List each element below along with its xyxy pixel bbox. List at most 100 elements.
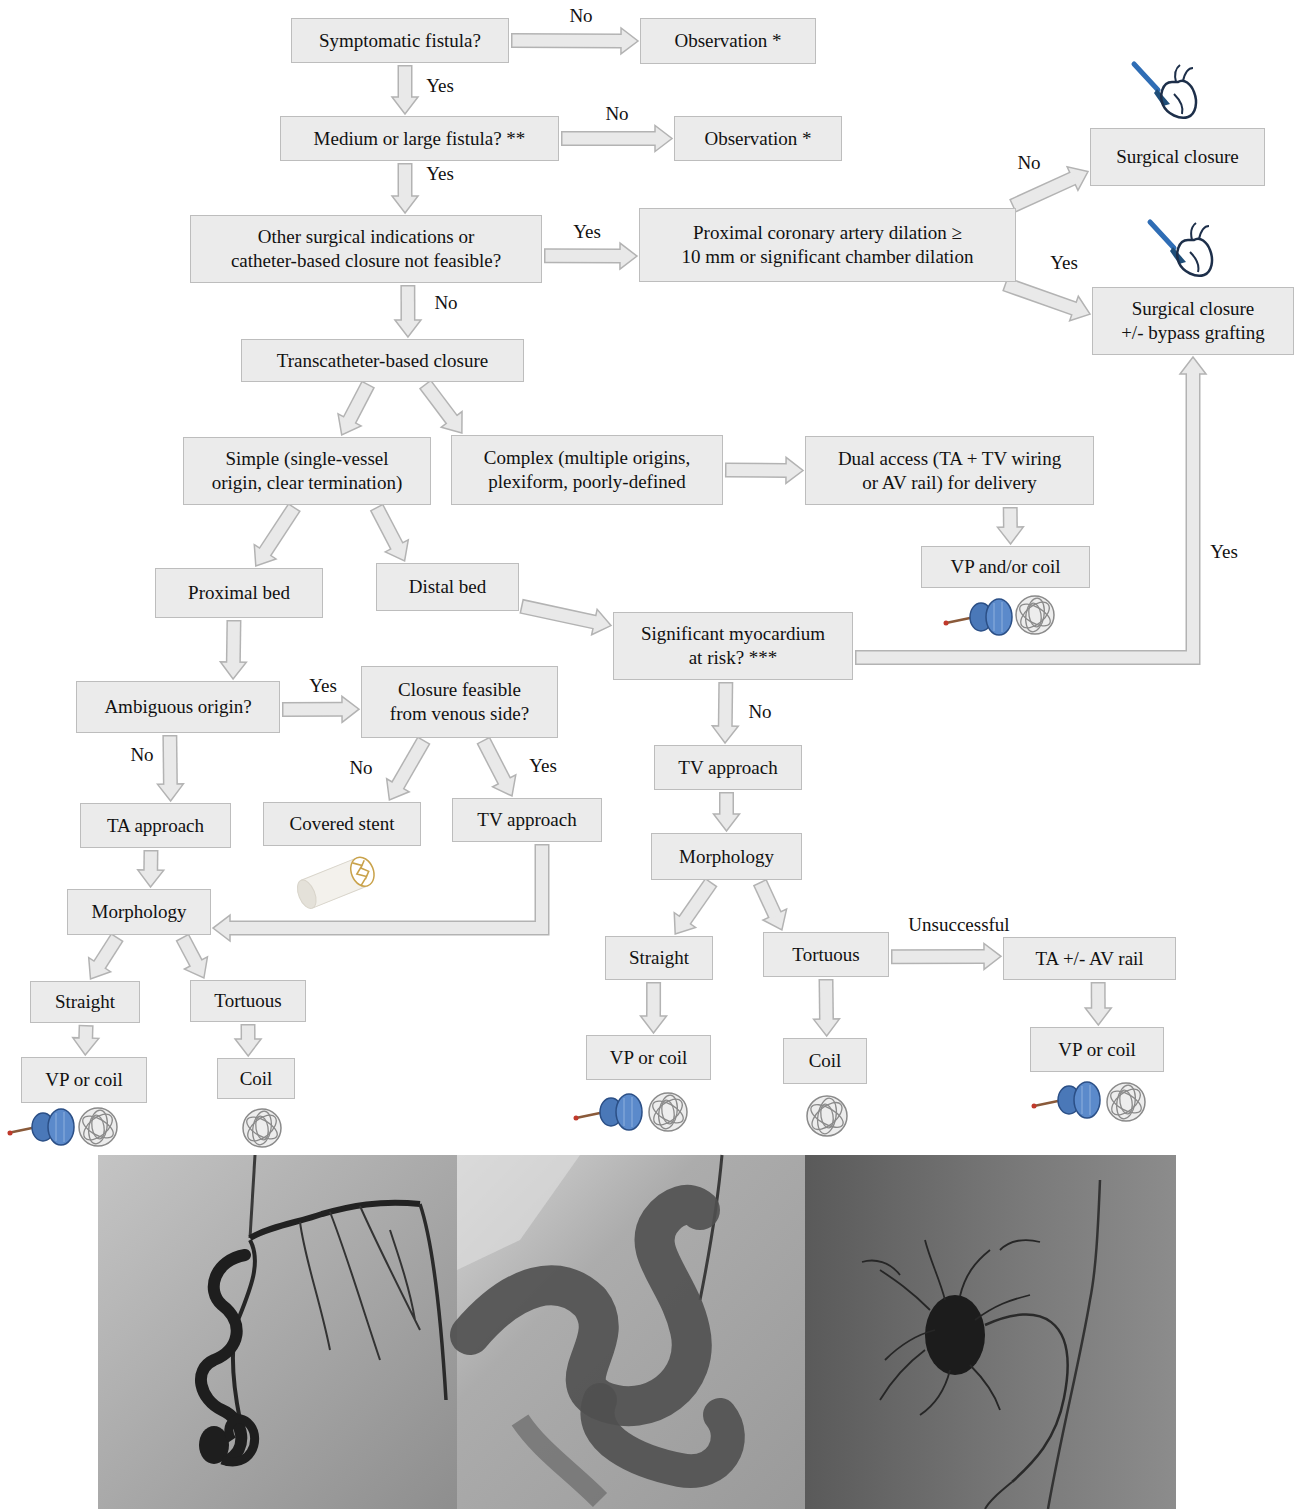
flow-arrow [561,126,672,152]
arrow-head [621,28,638,54]
arrow-fill [399,165,411,199]
coil-icon [1023,597,1047,634]
flow-arrow [376,507,408,561]
box-label: Significant myocardium at risk? *** [622,622,844,670]
coil-icon [79,1108,117,1146]
angiogram [420,1204,446,1400]
flow-box: TA approach [80,803,231,848]
edge-label: Yes [424,163,456,186]
angiogram [222,1419,255,1462]
flow-arrow [483,740,516,796]
arrow-head [641,1016,667,1033]
arrow-head [655,126,672,152]
plug-icon [8,1131,13,1136]
flow-arrow [1005,284,1090,321]
flow-box: Simple (single-vessel origin, clear term… [183,437,431,505]
angiogram [597,1400,727,1471]
flow-arrow [997,507,1023,544]
flow-arrow [760,882,787,930]
box-label: Tortuous [214,989,281,1013]
flow-box: Distal bed [376,563,519,611]
plug-icon [624,1097,632,1127]
plug-icon [8,1109,75,1145]
arrow-fill [264,508,294,554]
flow-arrow [511,28,638,54]
flow-arrow [395,285,421,337]
edge-label: Yes [424,75,456,98]
arrow-head [213,915,230,941]
arrow-fill [377,508,398,548]
flow-arrow [521,606,611,635]
edge-label: Yes [1208,541,1240,564]
box-label: Complex (multiple origins, plexiform, po… [460,446,714,494]
surgery-icon [1150,222,1174,248]
flow-box: Dual access (TA + TV wiring or AV rail) … [805,436,1094,505]
arrow-fill [227,622,240,665]
arrow-fill [1004,509,1016,530]
flow-arrow [813,979,839,1036]
flow-box: Closure feasible from venous side? [361,666,558,738]
flow-arrow [641,982,667,1033]
arrow-head [1085,1008,1111,1025]
coil-icon [79,1108,117,1146]
arrow-head [714,814,740,831]
coil-icon [660,1099,676,1125]
flow-arrow [89,937,118,979]
coil-icon [819,1103,835,1129]
flow-box: Ambiguous origin? [76,681,280,733]
coil-icon [1114,1084,1138,1121]
arrow-head [392,196,418,213]
arrow-fill [242,1026,254,1042]
arrow-fill [164,737,177,787]
flow-box: Observation * [674,116,842,161]
flow-arrow [392,65,418,114]
flow-arrow [235,1024,261,1056]
arrow-fill [284,703,345,715]
arrow-fill [80,1026,92,1040]
box-label: Simple (single-vessel origin, clear term… [192,447,422,495]
flow-arrow [254,507,294,566]
edge-label: Yes [527,755,559,778]
plug-icon [1032,1104,1037,1109]
coil-icon [649,1094,687,1130]
box-label: Symptomatic fistula? [319,29,481,53]
angiogram [98,1155,457,1509]
box-label: Covered stent [289,812,394,836]
box-label: TA approach [107,814,204,838]
flow-box: TA +/- AV rail [1003,937,1176,980]
box-label: Medium or large fistula? ** [314,127,526,151]
arrow-fill [1014,178,1075,206]
flow-box: Significant myocardium at risk? *** [613,612,853,680]
flow-arrow [213,844,542,941]
flow-arrow [182,937,207,978]
flow-arrow [157,735,183,801]
flow-arrow [282,696,359,722]
coil-icon [807,1096,847,1136]
arrow-fill [1092,984,1104,1011]
box-label: VP or coil [610,1046,687,1070]
flow-box: VP or coil [1030,1027,1164,1072]
flow-arrow [338,384,368,435]
flow-box: Tortuous [763,932,889,977]
arrow-fill [399,67,411,100]
flow-arrow [674,882,711,934]
arrow-head [984,943,1001,969]
plug-icon [1034,1101,1058,1106]
plug-icon [574,1116,579,1121]
edge-label: Yes [571,221,603,244]
flow-box: Symptomatic fistula? [291,18,509,63]
coil-icon [1107,1083,1145,1121]
surgery-icon [1134,64,1196,118]
angiogram [98,1155,457,1509]
arrow-fill [893,950,987,962]
plug-icon [946,618,970,623]
plug-icon [944,621,949,626]
flow-arrow [1085,982,1111,1025]
box-label: Morphology [92,900,187,924]
edge-label: No [567,5,594,28]
flow-arrow [712,682,738,743]
box-label: Observation * [674,29,781,53]
flow-arrow [73,1025,99,1055]
arrow-fill [228,846,543,929]
